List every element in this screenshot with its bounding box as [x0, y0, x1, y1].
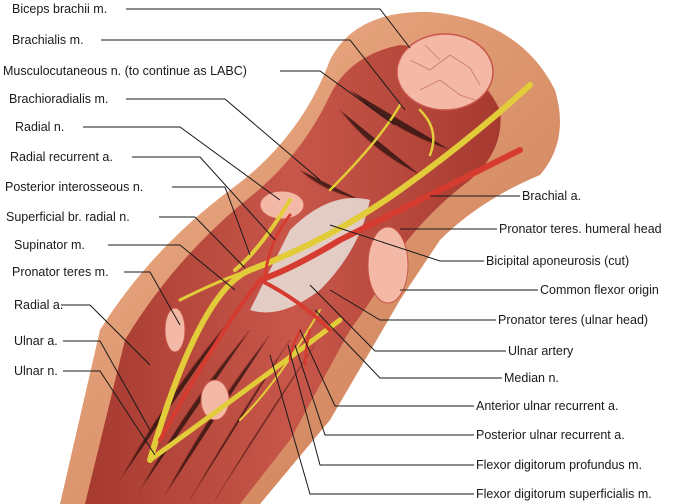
common-flexor-origin-cut — [367, 226, 409, 304]
label-brachioradialis: Brachioradialis m. — [9, 92, 108, 106]
label-posterior-interosseous-nerve: Posterior interosseous n. — [5, 180, 143, 194]
nerves — [147, 82, 533, 463]
biceps-cut-texture — [409, 44, 481, 101]
label-pronator-teres-ulnar-head: Pronator teres (ulnar head) — [498, 313, 648, 327]
label-brachialis: Brachialis m. — [12, 33, 84, 47]
label-common-flexor-origin: Common flexor origin — [540, 283, 659, 297]
right-labels: Brachial a. Pronator teres. humeral head… — [476, 189, 662, 501]
label-biceps-brachii: Biceps brachii m. — [12, 2, 107, 16]
label-radial-artery: Radial a. — [14, 298, 63, 312]
label-flexor-digitorum-profundus: Flexor digitorum profundus m. — [476, 458, 642, 472]
label-pronator-teres: Pronator teres m. — [12, 265, 109, 279]
biceps-cut-surface — [396, 33, 494, 111]
arteries — [158, 147, 523, 442]
label-brachial-artery: Brachial a. — [522, 189, 581, 203]
leader-lines-left — [61, 8, 411, 456]
leader-lines-right — [269, 195, 538, 495]
label-posterior-ulnar-recurrent-artery: Posterior ulnar recurrent a. — [476, 428, 625, 442]
label-pronator-teres-humeral-head: Pronator teres. humeral head — [499, 222, 662, 236]
label-flexor-digitorum-superficialis: Flexor digitorum superficialis m. — [476, 487, 652, 501]
label-supinator: Supinator m. — [14, 238, 85, 252]
label-radial-recurrent-artery: Radial recurrent a. — [10, 150, 113, 164]
pronator-teres-lower-cut — [164, 307, 186, 353]
label-bicipital-aponeurosis: Bicipital aponeurosis (cut) — [486, 254, 629, 268]
left-labels: Biceps brachii m. Brachialis m. Musculoc… — [3, 2, 247, 378]
label-ulnar-artery-left: Ulnar a. — [14, 334, 58, 348]
label-superficial-branch-radial-nerve: Superficial br. radial n. — [6, 210, 130, 224]
label-musculocutaneous-nerve: Musculocutaneous n. (to continue as LABC… — [3, 64, 247, 78]
label-radial-nerve: Radial n. — [15, 120, 64, 134]
label-anterior-ulnar-recurrent-artery: Anterior ulnar recurrent a. — [476, 399, 618, 413]
label-ulnar-nerve: Ulnar n. — [14, 364, 58, 378]
label-median-nerve: Median n. — [504, 371, 559, 385]
label-ulnar-artery-right: Ulnar artery — [508, 344, 574, 358]
pronator-teres-cut — [259, 190, 305, 220]
